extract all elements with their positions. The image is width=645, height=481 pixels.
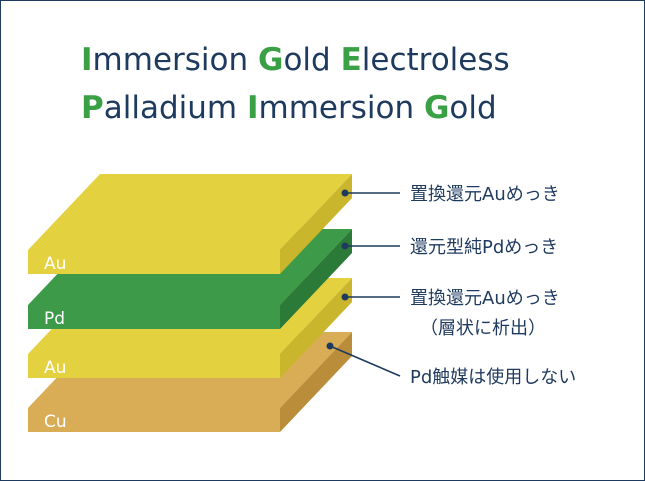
- title-l1-seg-3: old: [283, 42, 341, 78]
- title-l1-seg-5: lectroless: [361, 42, 510, 78]
- callout-4-dot: [326, 342, 334, 350]
- title-l2-seg-5: old: [449, 90, 497, 126]
- title-l1-seg-4: E: [340, 42, 362, 78]
- title-l2-seg-3: mmersion: [258, 90, 424, 126]
- callout-1-text: 置換還元Auめっき: [410, 184, 560, 205]
- title-l2-seg-0: P: [81, 90, 104, 126]
- callout-2-text: 還元型純Pdめっき: [410, 237, 558, 258]
- layer-au-upper-top: [28, 174, 352, 250]
- title-l2-seg-1: alladium: [103, 90, 247, 126]
- callout-3-text: 置換還元Auめっき: [410, 288, 560, 309]
- callout-4-leader: [329, 345, 401, 377]
- title-l1-seg-2: G: [258, 42, 284, 78]
- callout-4-text: Pd触媒は使用しない: [410, 367, 576, 388]
- title-line-2: Palladium Immersion Gold: [81, 90, 497, 126]
- layer-au-lower-front: [28, 354, 280, 378]
- layer-cu-front: [28, 408, 280, 432]
- callout-3-dot: [341, 293, 349, 301]
- layer-pd-side: [280, 229, 352, 329]
- title-l2-seg-2: I: [246, 90, 259, 126]
- layer-au-upper: Au: [28, 174, 352, 274]
- title-l2-seg-4: G: [423, 90, 450, 126]
- layer-au-upper-side: [280, 174, 352, 274]
- callout-3-subtext: （層状に析出）: [420, 318, 546, 339]
- layer-au-lower-label: Au: [44, 358, 66, 378]
- title-line-1: Immersion Gold Electroless: [81, 42, 510, 78]
- layer-au-lower-side: [280, 278, 352, 378]
- layer-cu-side: [280, 332, 352, 432]
- layer-pd-front: [28, 305, 280, 329]
- callout-2-dot: [341, 242, 349, 250]
- layer-cu-label: Cu: [44, 412, 67, 432]
- title-l1-seg-0: I: [81, 42, 93, 78]
- layer-pd-label: Pd: [44, 309, 65, 329]
- layer-au-upper-label: Au: [44, 254, 66, 274]
- layer-au-upper-front: [28, 250, 280, 274]
- callout-1-dot: [341, 189, 349, 197]
- title-l1-seg-1: mmersion: [92, 42, 258, 78]
